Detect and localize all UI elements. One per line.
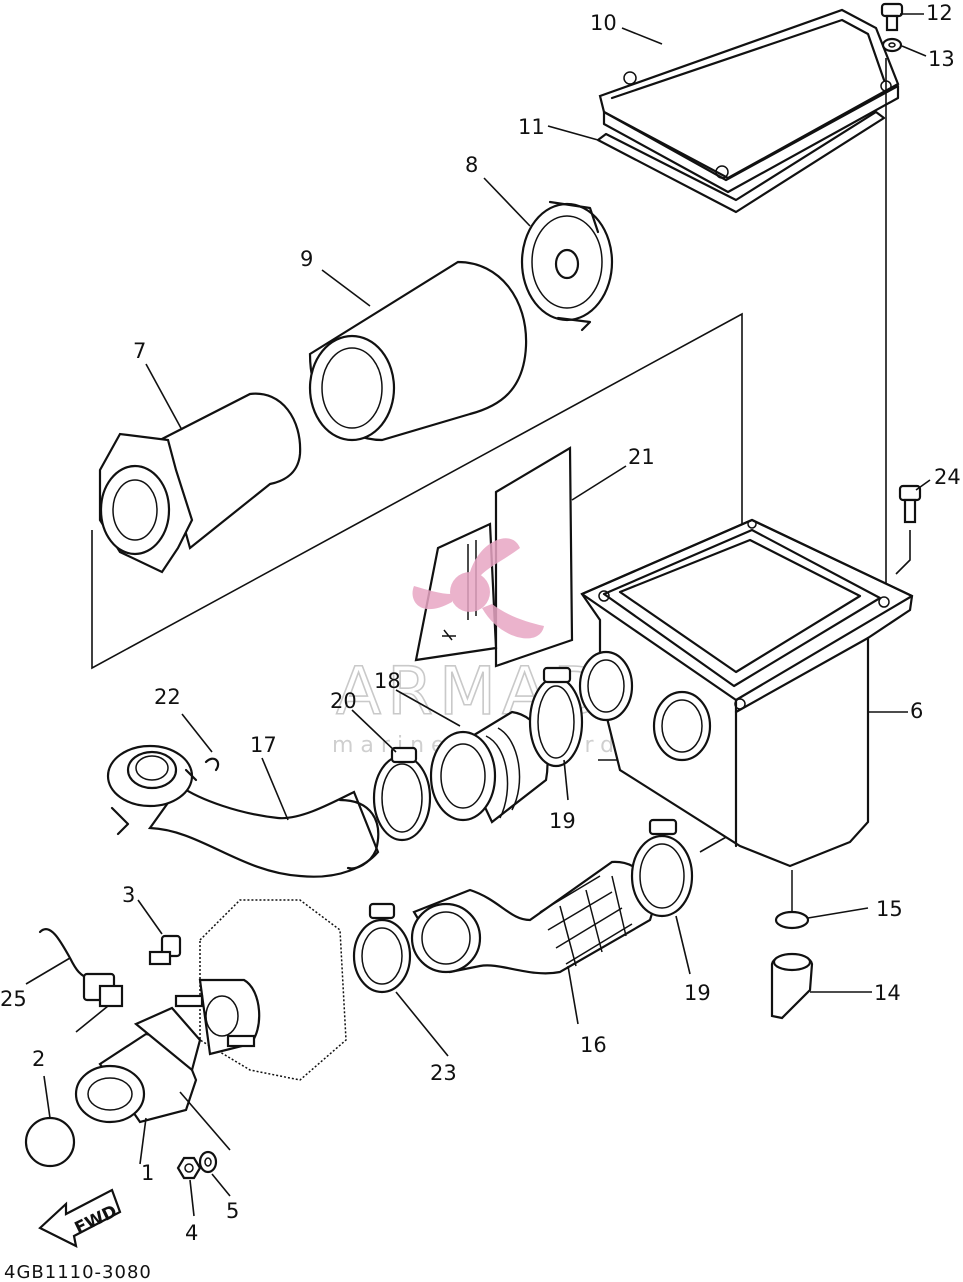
part-25-sensor (38, 928, 124, 1008)
callout-9: 9 (300, 247, 313, 271)
callout-3: 3 (122, 883, 135, 907)
callout-1: 1 (141, 1161, 154, 1185)
callout-10: 10 (590, 11, 617, 35)
callout-8: 8 (465, 153, 478, 177)
part-13-washer (881, 37, 903, 53)
callout-15: 15 (876, 897, 903, 921)
callout-24: 24 (934, 465, 961, 489)
part-4-nut (176, 1156, 202, 1180)
callout-16: 16 (580, 1033, 607, 1057)
part-20-clamp (372, 746, 432, 842)
callout-25: 25 (0, 987, 27, 1011)
part-15-clip (774, 870, 810, 930)
part-11-gasket (596, 110, 886, 214)
callout-19-upper: 19 (549, 809, 576, 833)
part-24-bolt (898, 484, 922, 524)
part-1-carburetor-joint (74, 1006, 202, 1124)
part-10-air-box-cover (598, 8, 900, 194)
part-7-filter-guide (98, 392, 302, 574)
callout-18: 18 (374, 669, 401, 693)
part-12-screw (880, 2, 904, 32)
part-22-clip (204, 757, 220, 772)
part-23-clamp (352, 902, 412, 994)
part-3-bolt (148, 934, 182, 966)
diagram-code: 4GB1110-3080 (4, 1262, 152, 1282)
watermark-logo (412, 538, 544, 639)
part-6-air-box-case (578, 518, 914, 868)
callout-5: 5 (226, 1199, 239, 1223)
callout-2: 2 (32, 1047, 45, 1071)
part-14-drain (770, 952, 814, 1020)
engine-outline (199, 899, 347, 1081)
part-17-intake-hose (106, 744, 380, 878)
callout-14: 14 (874, 981, 901, 1005)
callout-6: 6 (910, 699, 923, 723)
callout-13: 13 (928, 47, 955, 71)
leader-lines (25, 13, 931, 1217)
callout-22: 22 (154, 685, 181, 709)
intake-manifold (174, 978, 261, 1056)
callout-4: 4 (185, 1221, 198, 1245)
part-19-clamp-upper (528, 666, 584, 768)
callout-19-lower: 19 (684, 981, 711, 1005)
part-2-gasket (24, 1116, 76, 1168)
part-19-clamp-lower (630, 818, 694, 918)
callout-20: 20 (330, 689, 357, 713)
part-16-intake-duct (410, 860, 655, 975)
callout-11: 11 (518, 115, 545, 139)
part-8-filter-cap (520, 200, 614, 332)
callout-23: 23 (430, 1061, 457, 1085)
callout-7: 7 (133, 339, 146, 363)
part-18-joint (429, 710, 549, 824)
part-9-filter-element (308, 260, 528, 442)
callout-12: 12 (926, 1, 953, 25)
part-5-washer (198, 1150, 218, 1174)
callout-21: 21 (628, 445, 655, 469)
fwd-arrow-icon: FWD (38, 1188, 122, 1248)
callouts: 1 2 3 4 5 6 7 8 9 10 11 12 13 14 15 16 1… (0, 1, 961, 1245)
callout-17: 17 (250, 733, 277, 757)
